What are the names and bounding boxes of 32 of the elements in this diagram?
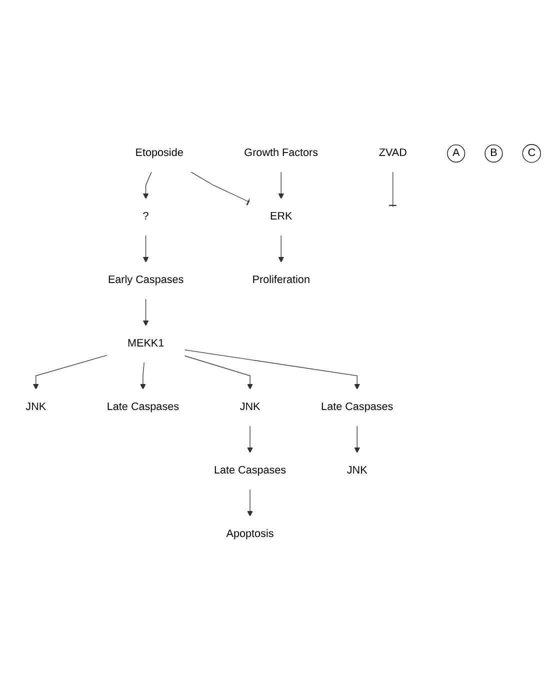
- node-circle: C: [522, 144, 541, 163]
- arrow: [247, 425, 253, 454]
- node-text: ?: [142, 210, 149, 222]
- arrow: [184, 355, 253, 390]
- node-text: Late Caspases: [214, 464, 286, 476]
- arrow: [184, 349, 360, 390]
- node-text: Early Caspases: [108, 274, 184, 286]
- arrow: [278, 234, 284, 263]
- connector: [388, 171, 398, 208]
- node-circle: A: [447, 144, 466, 162]
- node-text: Late Caspases: [106, 401, 180, 413]
- node-text: JNK: [240, 401, 260, 413]
- node-text: Growth Factors: [244, 147, 318, 159]
- arrow: [247, 488, 253, 517]
- node-text: MEKK1: [127, 338, 164, 350]
- node-text: Proliferation: [252, 274, 310, 286]
- arrow: [142, 171, 152, 200]
- node-text: Late Caspases: [321, 401, 394, 413]
- arrow: [142, 298, 149, 326]
- arrow: [32, 354, 108, 390]
- node-text: Apoptosis: [226, 528, 274, 540]
- arrow: [142, 234, 149, 263]
- node-text: ZVAD: [378, 147, 407, 159]
- connector: [190, 171, 251, 206]
- node-text: Etoposide: [135, 147, 184, 159]
- node-text: JNK: [346, 464, 368, 476]
- node-text: ERK: [270, 210, 292, 222]
- arrow: [354, 425, 360, 454]
- node-text: JNK: [26, 401, 46, 413]
- arrow: [278, 171, 284, 200]
- node-circle: B: [484, 144, 503, 162]
- arrow: [140, 362, 146, 390]
